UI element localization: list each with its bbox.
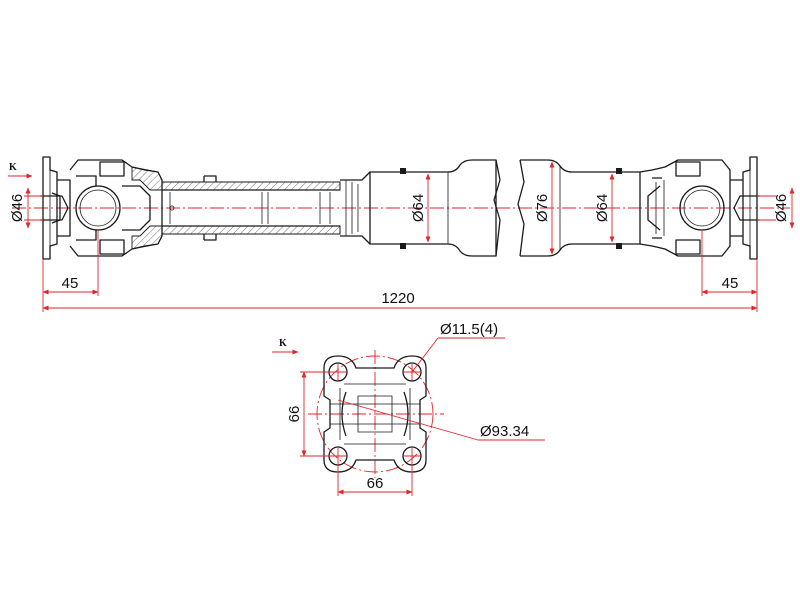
slip-sleeve — [161, 175, 341, 241]
shaft-side-view: K Ø46 Ø64 Ø76 Ø64 Ø46 45 45 1 — [8, 156, 795, 312]
left-universal-joint — [69, 159, 163, 257]
dim-bolt-hole-diameter: Ø11.5(4) — [440, 321, 498, 338]
dim-overall-length: 1220 — [381, 290, 414, 307]
tube-left — [370, 159, 501, 257]
dim-flange-width-left: 45 — [62, 275, 79, 292]
right-flange — [730, 156, 760, 260]
section-marker-flange: K — [279, 338, 287, 349]
left-flange — [40, 156, 71, 260]
dim-tube-diameter-center: Ø76 — [534, 194, 551, 222]
spline-neck — [340, 171, 371, 245]
section-marker-left: K — [9, 162, 17, 173]
right-universal-joint — [639, 159, 731, 257]
tube-right — [517, 159, 641, 257]
dim-flange-width-right: 45 — [722, 275, 739, 292]
dim-flange-diameter-right: Ø46 — [773, 194, 790, 222]
dim-tube-diameter-right: Ø64 — [594, 194, 611, 222]
dim-bolt-circle-diameter: Ø93.34 — [480, 423, 529, 440]
dim-flange-width: 66 — [367, 475, 384, 492]
dim-flange-diameter-left: Ø46 — [9, 194, 26, 222]
dim-tube-diameter-left: Ø64 — [410, 194, 427, 222]
flange-end-view: K Ø11.5(4) Ø93.34 — [272, 321, 545, 496]
dim-flange-height: 66 — [286, 406, 303, 423]
